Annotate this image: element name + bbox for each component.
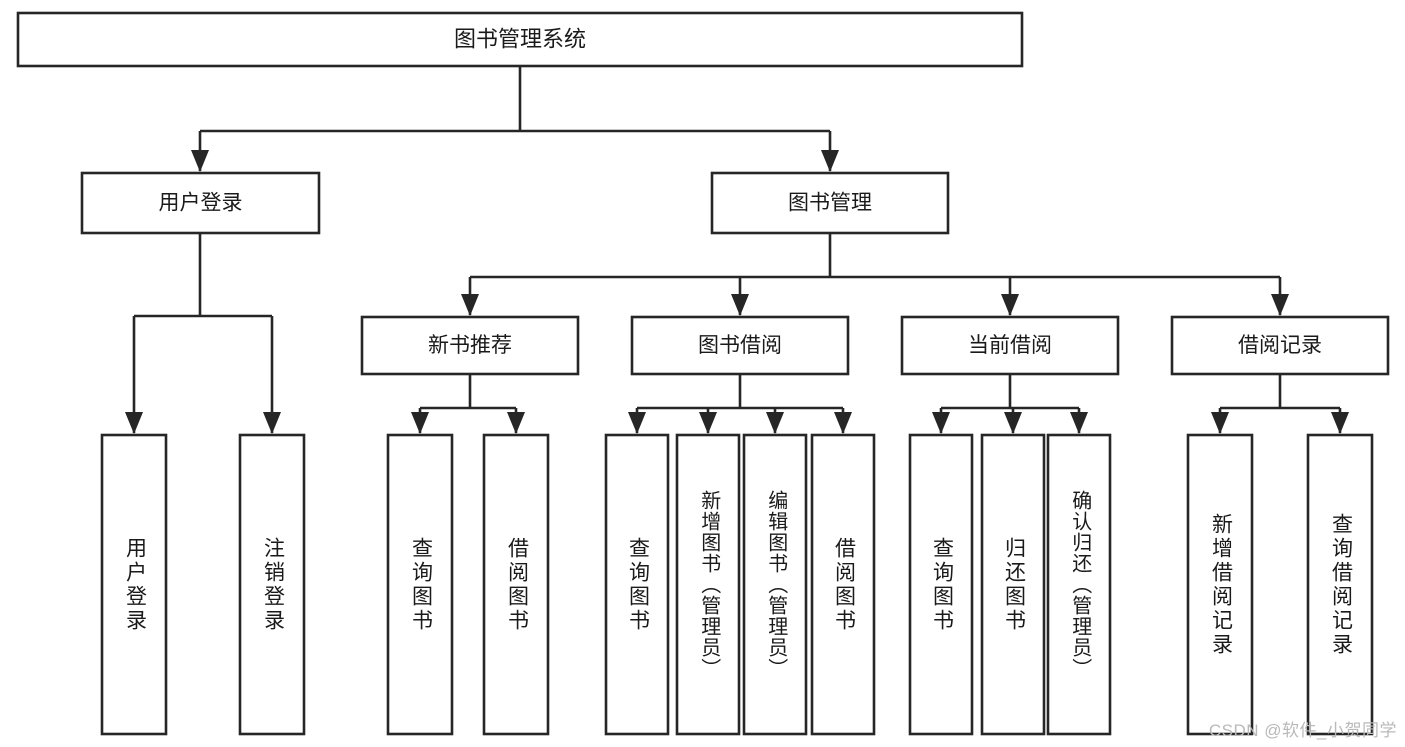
node-leaf-8-box[interactable] bbox=[908, 433, 974, 736]
node-level3-1[interactable]: 图书借阅 bbox=[630, 315, 850, 376]
edges-layer bbox=[125, 66, 1349, 434]
edge-root-to-level2-arrow-1 bbox=[821, 150, 839, 172]
node-leaf-0-box[interactable] bbox=[100, 433, 168, 736]
edge-root-to-level2-arrow-0 bbox=[191, 150, 209, 172]
edge-level3-2-to-leaves-arrow-0 bbox=[932, 412, 950, 434]
node-level2-1-box[interactable] bbox=[710, 171, 950, 235]
node-leaf-1-box[interactable] bbox=[238, 433, 306, 736]
node-level3-3-label: 借阅记录 bbox=[1238, 334, 1322, 357]
edge-user-login-to-leaves-arrow-0 bbox=[125, 412, 143, 434]
node-level3-0-box[interactable] bbox=[360, 315, 580, 376]
edge-level3-3-to-leaves-arrow-1 bbox=[1331, 412, 1349, 434]
node-level3-3-box[interactable] bbox=[1170, 315, 1390, 376]
edge-level3-1-to-leaves-arrow-0 bbox=[628, 412, 646, 434]
node-level2-0[interactable]: 用户登录 bbox=[80, 171, 321, 235]
edge-book-mgmt-to-level3-arrow-1 bbox=[731, 294, 749, 316]
node-leaf-6-box[interactable] bbox=[742, 433, 808, 736]
edge-level3-3-to-leaves-arrow-0 bbox=[1211, 412, 1229, 434]
node-level2-0-label: 用户登录 bbox=[159, 192, 243, 215]
node-leaf-12-box[interactable] bbox=[1306, 433, 1374, 736]
node-level2-0-box[interactable] bbox=[80, 171, 321, 235]
node-level3-2-box[interactable] bbox=[900, 315, 1120, 376]
node-leaf-10-box[interactable] bbox=[1046, 433, 1112, 736]
node-level2-1-label: 图书管理 bbox=[788, 192, 872, 215]
node-level3-2[interactable]: 当前借阅 bbox=[900, 315, 1120, 376]
node-leaf-3-box[interactable] bbox=[482, 433, 550, 736]
watermark-text: CSDN @软件_小贺同学 bbox=[1208, 721, 1397, 740]
node-level3-2-label: 当前借阅 bbox=[968, 334, 1052, 357]
edge-level3-1-to-leaves-arrow-1 bbox=[699, 412, 717, 434]
node-level3-1-box[interactable] bbox=[630, 315, 850, 376]
edge-book-mgmt-to-level3-arrow-2 bbox=[1001, 294, 1019, 316]
edge-level3-0-to-leaves-arrow-0 bbox=[411, 412, 429, 434]
edge-book-mgmt-to-level3-arrow-3 bbox=[1271, 294, 1289, 316]
edge-level3-1-to-leaves-arrow-3 bbox=[834, 412, 852, 434]
node-leaf-7-box[interactable] bbox=[810, 433, 876, 736]
node-level3-0[interactable]: 新书推荐 bbox=[360, 315, 580, 376]
edge-level3-2-to-leaves-arrow-1 bbox=[1004, 412, 1022, 434]
node-root-0[interactable]: 图书管理系统 bbox=[16, 11, 1024, 68]
node-level3-3[interactable]: 借阅记录 bbox=[1170, 315, 1390, 376]
edge-level3-0-to-leaves-arrow-1 bbox=[507, 412, 525, 434]
node-leaf-4-box[interactable] bbox=[604, 433, 670, 736]
node-root-0-label: 图书管理系统 bbox=[454, 26, 586, 51]
edge-level3-2-to-leaves-arrow-2 bbox=[1070, 412, 1088, 434]
node-level2-1[interactable]: 图书管理 bbox=[710, 171, 950, 235]
node-root-0-box[interactable] bbox=[16, 11, 1024, 68]
node-leaf-9-box[interactable] bbox=[980, 433, 1046, 736]
edge-book-mgmt-to-level3-arrow-0 bbox=[461, 294, 479, 316]
node-leaf-11-box[interactable] bbox=[1186, 433, 1254, 736]
node-level3-1-label: 图书借阅 bbox=[698, 334, 782, 357]
edge-level3-1-to-leaves-arrow-2 bbox=[766, 412, 784, 434]
edge-user-login-to-leaves-arrow-1 bbox=[263, 412, 281, 434]
node-level3-0-label: 新书推荐 bbox=[428, 334, 512, 357]
node-leaf-5-box[interactable] bbox=[675, 433, 741, 736]
node-leaf-2-box[interactable] bbox=[386, 433, 454, 736]
